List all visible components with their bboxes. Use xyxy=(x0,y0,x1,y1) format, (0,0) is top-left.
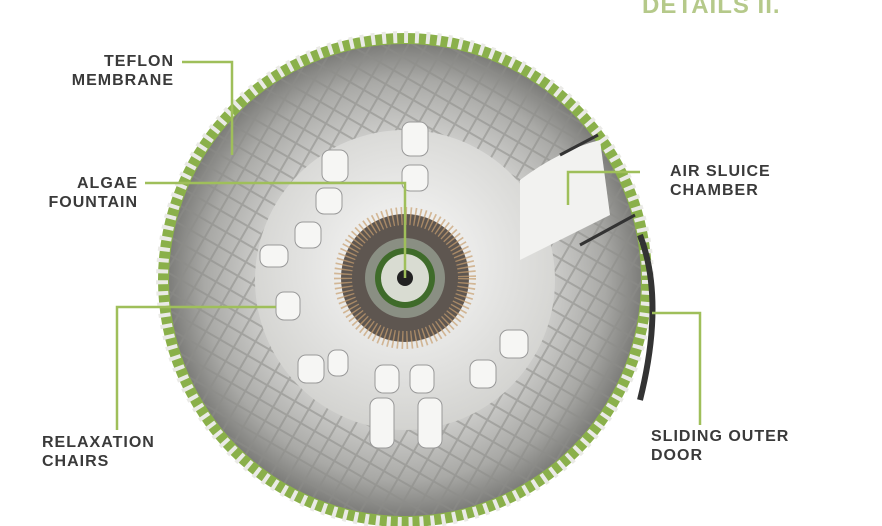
label-line: SLIDING OUTER xyxy=(651,428,790,445)
air-sluice-chamber xyxy=(520,140,610,260)
label-air-sluice-chamber: AIR SLUICE CHAMBER xyxy=(670,162,771,200)
label-line: RELAXATION xyxy=(42,434,155,451)
label-line: TEFLON xyxy=(104,53,174,70)
label-relaxation-chairs: RELAXATION CHAIRS xyxy=(42,433,155,471)
label-teflon-membrane: TEFLON MEMBRANE xyxy=(40,52,174,90)
label-line: MEMBRANE xyxy=(71,72,174,89)
label-line: AIR SLUICE xyxy=(670,163,771,180)
label-line: FOUNTAIN xyxy=(48,194,138,211)
label-sliding-outer-door: SLIDING OUTER DOOR xyxy=(651,427,789,465)
relaxation-chairs xyxy=(259,121,529,449)
page-title: DETAILS II. xyxy=(642,0,781,19)
label-line: CHAMBER xyxy=(670,182,759,199)
leader-lines xyxy=(115,60,702,430)
label-line: CHAIRS xyxy=(42,453,110,470)
sliding-door xyxy=(637,233,656,401)
label-line: DOOR xyxy=(651,447,703,464)
label-line: ALGAE xyxy=(77,175,138,192)
label-algae-fountain: ALGAE FOUNTAIN xyxy=(20,174,138,212)
